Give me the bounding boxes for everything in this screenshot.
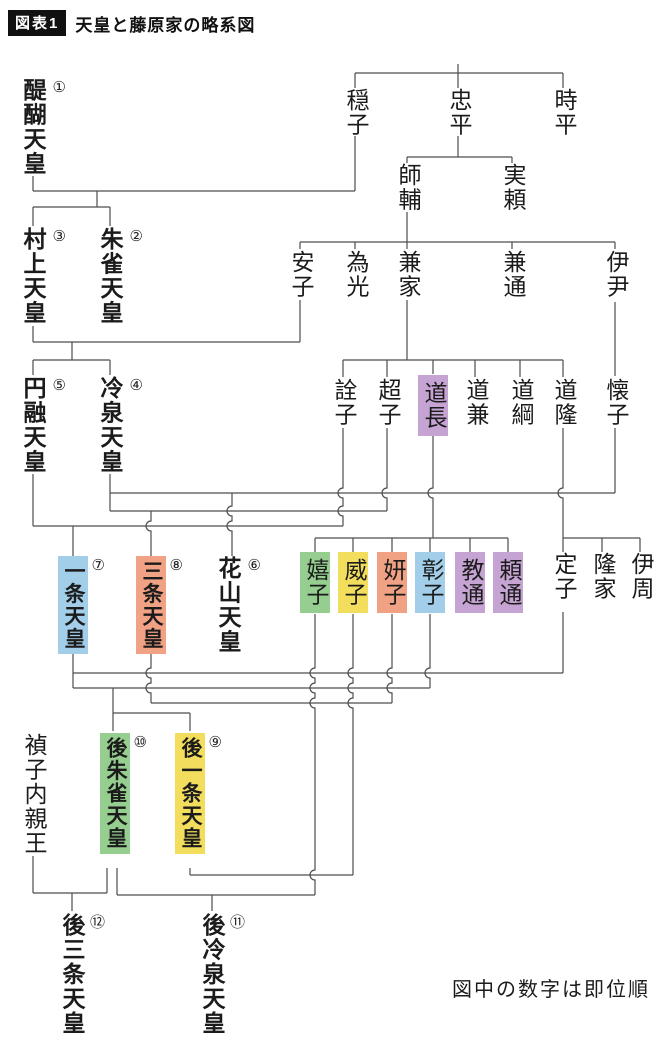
person-name: 穏子 bbox=[343, 88, 368, 137]
person-michitaka: 道隆 bbox=[547, 378, 579, 427]
accession-order-number: ⑧ bbox=[169, 557, 183, 574]
person-norimichi: 教通 bbox=[455, 552, 485, 613]
person-takaie: 隆家 bbox=[586, 552, 618, 601]
person-name: 一条天皇 bbox=[62, 560, 85, 650]
person-kaishi: 懐子 bbox=[599, 378, 631, 427]
person-teishi-n: 禎子内親王 bbox=[17, 733, 49, 856]
person-michitsuna: 道綱 bbox=[504, 378, 536, 427]
accession-order-number: ⑦ bbox=[91, 557, 105, 574]
figure-badge: 図表1 bbox=[8, 10, 67, 36]
accession-order-number: ⑤ bbox=[52, 377, 66, 394]
person-tadahira: 忠平 bbox=[442, 88, 474, 137]
person-murakami: 村上天皇 ③ bbox=[17, 227, 66, 325]
person-name: 三条天皇 bbox=[140, 560, 163, 650]
person-saneyori: 実頼 bbox=[496, 163, 528, 212]
person-name: 実頼 bbox=[500, 163, 525, 212]
person-daigo: 醍醐天皇 ① bbox=[17, 78, 66, 176]
person-tamemitsu: 為光 bbox=[339, 250, 371, 299]
person-name: 隆家 bbox=[590, 552, 615, 601]
person-name: 道綱 bbox=[508, 378, 533, 427]
person-goichijo: 後一条天皇 ⑨ bbox=[175, 733, 222, 854]
accession-order-number: ⑪ bbox=[229, 914, 245, 931]
person-name: 後一条天皇 bbox=[179, 737, 202, 850]
person-michinaga: 道長 bbox=[418, 375, 448, 436]
person-name: 嬉子 bbox=[303, 558, 328, 607]
accession-order-number: ② bbox=[129, 228, 143, 245]
person-name: 冷泉天皇 bbox=[97, 376, 123, 474]
accession-order-number: ③ bbox=[52, 228, 66, 245]
person-name: 円融天皇 bbox=[20, 376, 46, 474]
person-name: 忠平 bbox=[446, 88, 471, 137]
person-tokihira: 時平 bbox=[547, 88, 579, 137]
person-kishi: 嬉子 bbox=[300, 552, 330, 613]
accession-order-number: ⑥ bbox=[247, 557, 261, 574]
genealogy-connector-lines bbox=[32, 64, 641, 911]
person-name: 村上天皇 bbox=[20, 227, 46, 325]
person-name: 教通 bbox=[458, 558, 483, 607]
accession-order-number: ① bbox=[52, 79, 66, 96]
person-korechika: 伊周 bbox=[624, 552, 656, 601]
person-name: 彰子 bbox=[418, 558, 443, 607]
person-name: 安子 bbox=[288, 250, 313, 299]
figure-title: 天皇と藤原家の略系図 bbox=[75, 15, 256, 35]
person-name: 朱雀天皇 bbox=[97, 227, 123, 325]
accession-order-number: ④ bbox=[129, 377, 143, 394]
person-suzaku: 朱雀天皇 ② bbox=[94, 227, 143, 325]
person-onshi: 穏子 bbox=[339, 88, 371, 137]
person-name: 伊周 bbox=[628, 552, 653, 601]
person-name: 花山天皇 bbox=[215, 556, 241, 654]
person-name: 兼通 bbox=[500, 250, 525, 299]
person-ichijo: 一条天皇 ⑦ bbox=[58, 556, 105, 654]
person-enyu: 円融天皇 ⑤ bbox=[17, 376, 66, 474]
figure-header: 図表1 天皇と藤原家の略系図 bbox=[8, 10, 255, 36]
person-kazan: 花山天皇 ⑥ bbox=[212, 556, 261, 654]
person-name: 後三条天皇 bbox=[59, 913, 85, 1036]
person-sanjo: 三条天皇 ⑧ bbox=[136, 556, 183, 654]
person-reizei: 冷泉天皇 ④ bbox=[94, 376, 143, 474]
person-name: 威子 bbox=[341, 558, 366, 607]
person-name: 後冷泉天皇 bbox=[199, 913, 225, 1036]
person-kanemichi: 兼通 bbox=[496, 250, 528, 299]
person-name: 詮子 bbox=[331, 378, 356, 427]
person-name: 兼家 bbox=[395, 250, 420, 299]
person-shoshi: 彰子 bbox=[415, 552, 445, 613]
person-name: 懐子 bbox=[603, 378, 628, 427]
accession-order-number: ⑫ bbox=[89, 914, 105, 931]
person-yorimichi: 頼通 bbox=[493, 552, 523, 613]
person-name: 伊尹 bbox=[603, 250, 628, 299]
person-name: 後朱雀天皇 bbox=[104, 737, 127, 850]
person-kaneie: 兼家 bbox=[391, 250, 423, 299]
person-senshi: 詮子 bbox=[327, 378, 359, 427]
person-morosuke: 師輔 bbox=[391, 163, 423, 212]
person-name: 禎子内親王 bbox=[21, 733, 46, 856]
accession-order-number: ⑨ bbox=[208, 734, 222, 751]
accession-order-number: ⑩ bbox=[133, 734, 147, 751]
person-name: 超子 bbox=[375, 378, 400, 427]
person-ishi: 威子 bbox=[338, 552, 368, 613]
person-name: 道隆 bbox=[551, 378, 576, 427]
person-choshi: 超子 bbox=[371, 378, 403, 427]
accession-note: 図中の数字は即位順 bbox=[452, 979, 650, 1001]
person-yasuko: 安子 bbox=[284, 250, 316, 299]
person-kenshi: 妍子 bbox=[377, 552, 407, 613]
person-name: 定子 bbox=[551, 552, 576, 601]
person-michikane: 道兼 bbox=[459, 378, 491, 427]
person-gosuzaku: 後朱雀天皇 ⑩ bbox=[100, 733, 147, 854]
person-name: 妍子 bbox=[380, 558, 405, 607]
person-name: 醍醐天皇 bbox=[20, 78, 46, 176]
person-name: 頼通 bbox=[496, 558, 521, 607]
person-name: 為光 bbox=[343, 250, 368, 299]
person-teishi: 定子 bbox=[547, 552, 579, 601]
person-name: 道兼 bbox=[463, 378, 488, 427]
person-name: 時平 bbox=[551, 88, 576, 137]
person-name: 師輔 bbox=[395, 163, 420, 212]
person-name: 道長 bbox=[421, 381, 446, 430]
person-koretada: 伊尹 bbox=[599, 250, 631, 299]
